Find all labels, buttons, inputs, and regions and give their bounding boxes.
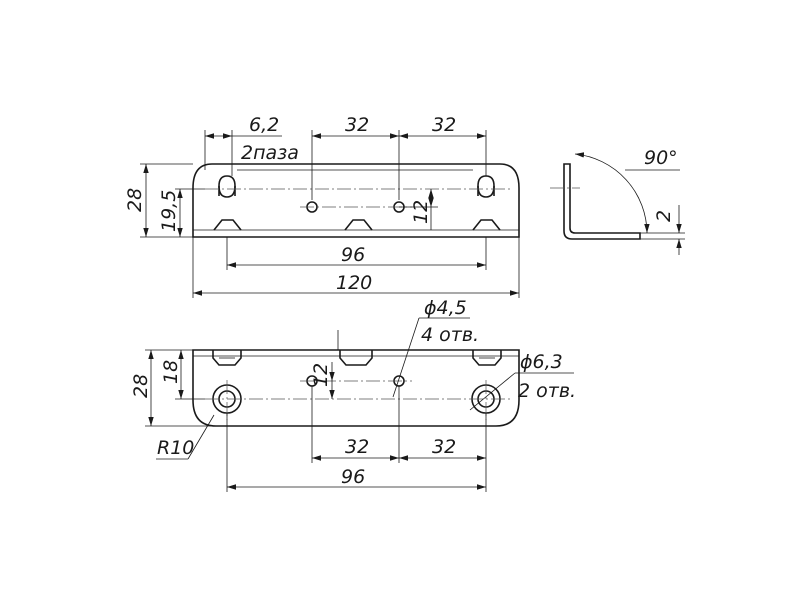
bottom-view: ϕ4,5 4 отв. ϕ6,3 2 отв. 28 18 12 R10 32 … xyxy=(130,297,576,492)
rib-center xyxy=(344,219,373,231)
hole-small-diameter: ϕ4,5 xyxy=(424,297,467,319)
slots-label: 2паза xyxy=(241,142,299,164)
right-slot-bottom xyxy=(477,185,495,198)
dim-12: 12 xyxy=(410,200,432,224)
angle-label: 90° xyxy=(644,147,678,169)
radius-label: R10 xyxy=(157,437,194,459)
notch-left xyxy=(212,350,242,366)
left-slot xyxy=(218,175,236,196)
hole-large-diameter: ϕ6,3 xyxy=(520,351,563,373)
dim-28: 28 xyxy=(124,188,146,212)
dim-28b: 28 xyxy=(130,374,152,398)
hole-small-count: 4 отв. xyxy=(421,324,479,346)
dim-18: 18 xyxy=(160,360,182,384)
dim-96: 96 xyxy=(341,244,365,266)
hole-large-count: 2 отв. xyxy=(518,380,576,402)
leader-phi45 xyxy=(392,317,420,398)
dim-2: 2 xyxy=(653,210,675,222)
side-profile xyxy=(563,163,641,240)
bottom-view-outline xyxy=(192,349,520,427)
leader-r10 xyxy=(187,414,215,460)
dim-96-bottom: 96 xyxy=(341,466,365,488)
dim-6-2: 6,2 xyxy=(249,114,279,136)
dim-19-5: 19,5 xyxy=(158,190,180,232)
top-view-outline xyxy=(192,163,520,238)
side-view: 90° 2 xyxy=(550,147,685,255)
dim-32-b: 32 xyxy=(432,114,456,136)
rib-left xyxy=(213,219,242,231)
rib-right xyxy=(472,219,501,231)
top-view: 6,2 2паза 32 32 28 19,5 12 96 120 xyxy=(124,114,520,298)
dim-120: 120 xyxy=(336,272,372,294)
left-slot-bottom xyxy=(218,185,236,198)
dim-32-a-bottom: 32 xyxy=(345,436,369,458)
right-slot xyxy=(477,175,495,196)
dim-12b: 12 xyxy=(310,363,332,387)
notch-right xyxy=(472,350,502,366)
dim-32-a: 32 xyxy=(345,114,369,136)
dim-32-b-bottom: 32 xyxy=(432,436,456,458)
notch-center xyxy=(339,350,373,366)
leader-phi63 xyxy=(469,372,516,411)
angle-arc xyxy=(574,152,650,234)
